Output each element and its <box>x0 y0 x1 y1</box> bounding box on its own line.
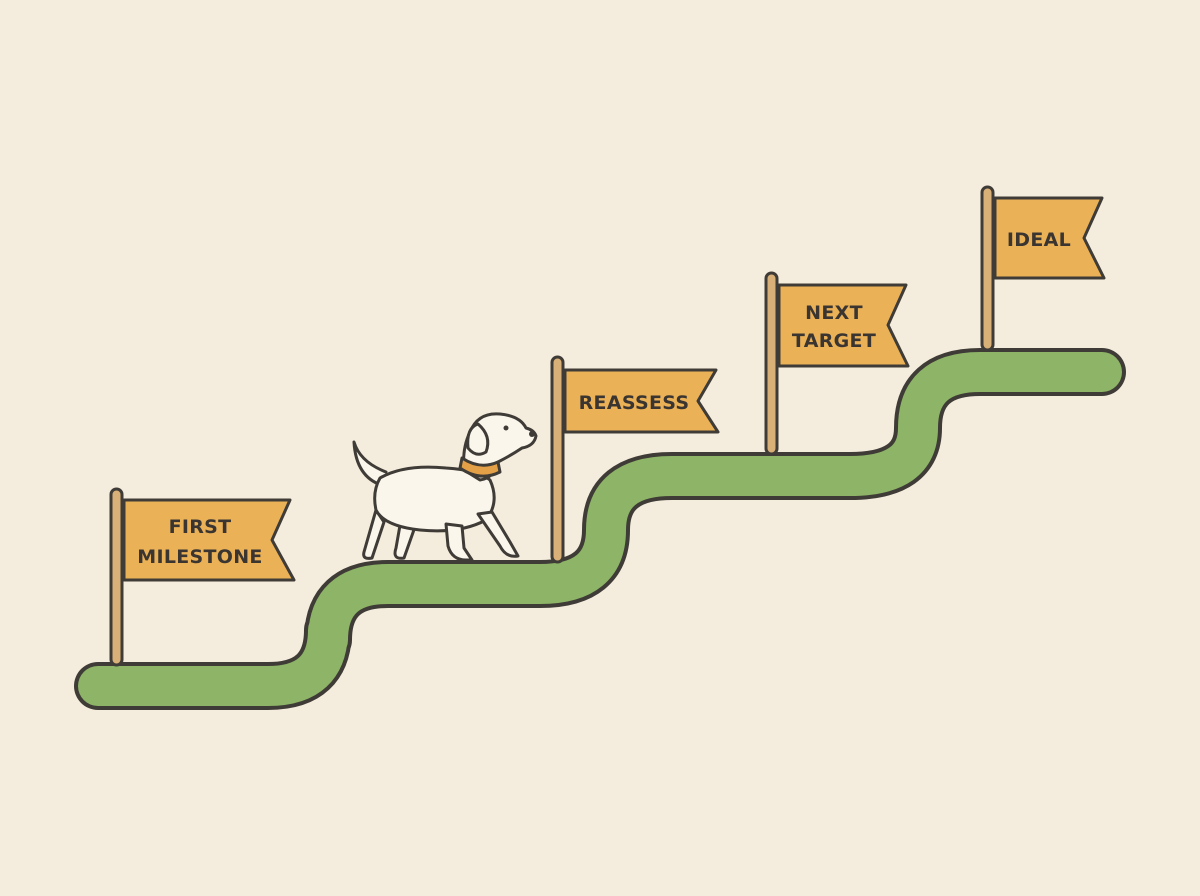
flag-label-line: TARGET <box>792 330 876 352</box>
milestone-flag-ideal: IDEAL <box>980 185 1106 352</box>
flag-icon <box>993 196 1106 280</box>
flag-pole <box>109 487 124 667</box>
dog-icon <box>352 412 538 562</box>
milestone-flag-next-target: NEXT TARGET <box>764 271 910 456</box>
flag-icon <box>563 368 720 434</box>
flag-label-line: NEXT <box>805 302 863 324</box>
stepped-path <box>74 348 1126 710</box>
flag-label-line: REASSESS <box>579 392 690 414</box>
flag-icon <box>122 498 296 582</box>
milestone-flag-reassess: REASSESS <box>550 355 720 564</box>
flag-pole <box>550 355 565 564</box>
flag-label-line: IDEAL <box>1007 229 1071 251</box>
flag-pole <box>764 271 779 456</box>
milestone-flag-first: FIRST MILESTONE <box>109 487 296 667</box>
flag-icon <box>777 283 910 368</box>
flag-pole <box>980 185 995 352</box>
flag-label-line: FIRST <box>169 516 232 538</box>
flag-label-line: MILESTONE <box>137 546 262 568</box>
